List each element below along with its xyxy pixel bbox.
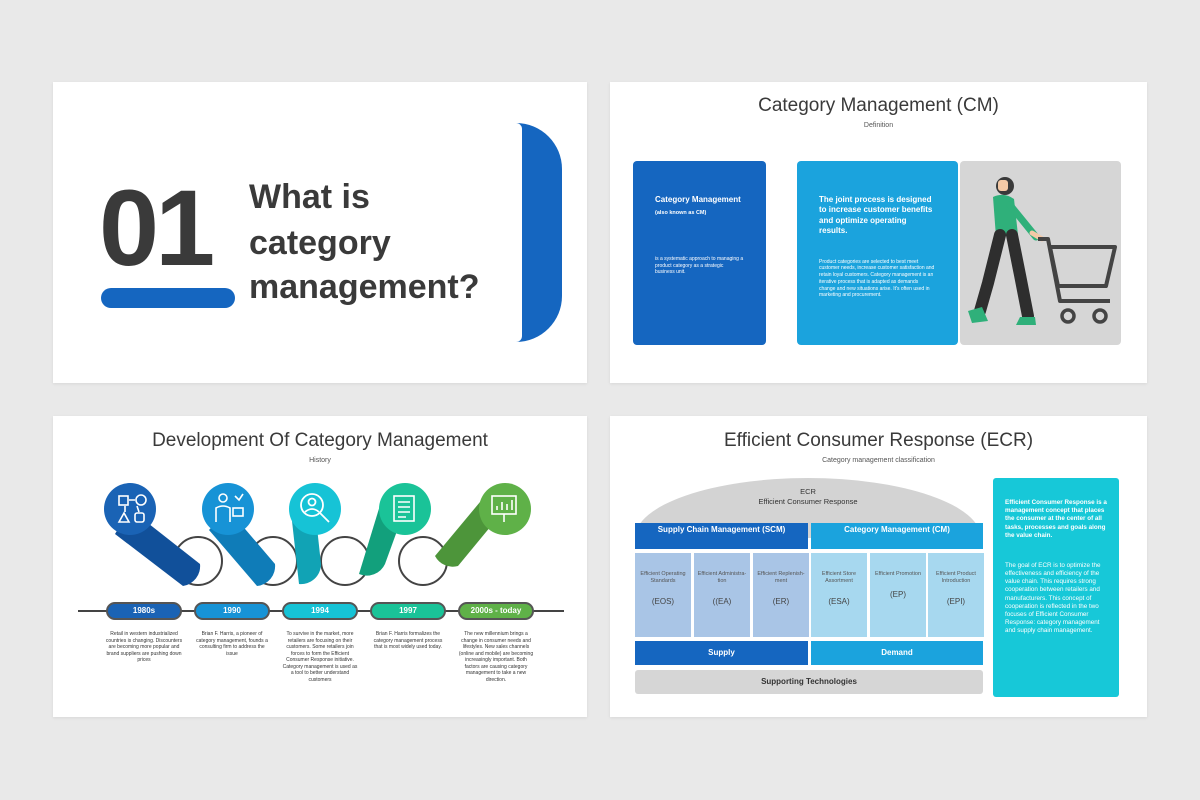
slide-title: Efficient Consumer Response (ECR) [723, 430, 1034, 451]
purpose-box: The joint process is designed to increas… [797, 161, 958, 345]
supporting-tech-bar: Supporting Technologies [635, 670, 983, 694]
ecr-panel-heading: Efficient Consumer Response is a managem… [1005, 499, 1107, 539]
decorative-arc [516, 123, 562, 342]
ecr-arch-abbr: ECR [800, 487, 816, 496]
column-abbr: (EP) [890, 589, 906, 599]
question-line-1: What is [249, 178, 370, 216]
ecr-panel-body: The goal of ECR is to optimize the effec… [1005, 561, 1101, 635]
question-line-3: management? [249, 268, 480, 306]
column-abbr: (EPI) [946, 596, 966, 606]
milestone-text-1990: Brian F. Harris, a pioneer of category m… [196, 631, 268, 657]
column-label: Efficient Promotion [874, 571, 922, 577]
demand-bar: Demand [811, 641, 983, 665]
category-shapes-icon [117, 494, 147, 523]
tube-1994 [289, 483, 341, 585]
definition-body: is a systematic approach to managing a p… [655, 255, 744, 276]
column-esa: Efficient Store Assortment (ESA) [811, 553, 867, 637]
illustration-box [960, 161, 1121, 345]
cm-header: Category Management (CM) [811, 523, 983, 549]
milestone-text-2000s: The new millennium brings a change in co… [458, 631, 534, 683]
presenter-icon [215, 493, 244, 522]
milestone-text-1997: Brian F. Harris formalizes the category … [373, 631, 443, 650]
definition-aka: (also known as CM) [655, 210, 707, 217]
purpose-body: Product categories are selected to best … [819, 258, 935, 299]
column-label: Efficient Operating Standards [640, 571, 686, 584]
supply-bar: Supply [635, 641, 808, 665]
column-ep: Efficient Promotion (EP) [870, 553, 926, 637]
ecr-description-panel: Efficient Consumer Response is a managem… [993, 478, 1119, 697]
column-abbr: (ER) [772, 596, 790, 606]
column-ea: Efficient Administra-tion ((EA) [694, 553, 750, 637]
slide-title: Development Of Category Management [152, 430, 488, 451]
milestone-text-1994: To survive in the market, more retailers… [282, 631, 358, 683]
column-er: Efficient Replenish-ment (ER) [753, 553, 809, 637]
number-underline-bar [101, 288, 235, 308]
slide-cm-history[interactable]: Development Of Category Management Histo… [53, 416, 587, 717]
column-label: Efficient Product Introduction [936, 571, 976, 584]
question-line-2: category [249, 224, 391, 262]
column-abbr: (ESA) [828, 596, 850, 606]
column-abbr: (EOS) [651, 596, 675, 606]
person-pushing-cart-icon [968, 177, 1117, 325]
section-number: 01 [99, 167, 215, 288]
slide-what-is-cm[interactable]: 01 What is category management? [53, 82, 587, 383]
slide-title: Category Management (CM) [758, 95, 999, 116]
column-eos: Efficient Operating Standards (EOS) [635, 553, 691, 637]
slide-ecr[interactable]: Efficient Consumer Response (ECR) Catego… [610, 416, 1147, 717]
document-icon [393, 495, 415, 522]
ecr-arch-label: ECR Efficient Consumer Response [635, 487, 981, 507]
definition-box: Category Management (also known as CM) i… [633, 161, 766, 345]
timeline-graphics [104, 483, 531, 586]
year-pill-1994: 1994 [282, 602, 358, 620]
tube-1997 [359, 483, 431, 576]
year-pill-1980s: 1980s [106, 602, 182, 620]
user-search-icon [300, 493, 330, 523]
year-pill-2000s: 2000s - today [458, 602, 534, 620]
milestone-text-1980s: Retail in western industrialized countri… [105, 631, 183, 663]
column-label: Efficient Administra-tion [697, 571, 747, 584]
scm-header: Supply Chain Management (SCM) [635, 523, 808, 549]
column-label: Efficient Store Assortment [821, 571, 857, 584]
column-epi: Efficient Product Introduction (EPI) [928, 553, 984, 637]
definition-heading: Category Management [655, 195, 741, 204]
slide-subtitle: Category management classification [822, 457, 935, 464]
ecr-arch-full: Efficient Consumer Response [758, 496, 858, 506]
slide-cm-definition[interactable]: Category Management (CM) Definition Cate… [610, 82, 1147, 383]
slide-subtitle: History [309, 457, 331, 464]
column-label: Efficient Replenish-ment [757, 571, 805, 584]
year-pill-1997: 1997 [370, 602, 446, 620]
column-abbr: ((EA) [712, 596, 732, 606]
chart-board-icon [491, 495, 517, 522]
year-pill-1990: 1990 [194, 602, 270, 620]
purpose-heading: The joint process is designed to increas… [819, 195, 933, 236]
slide-subtitle: Definition [863, 122, 894, 129]
